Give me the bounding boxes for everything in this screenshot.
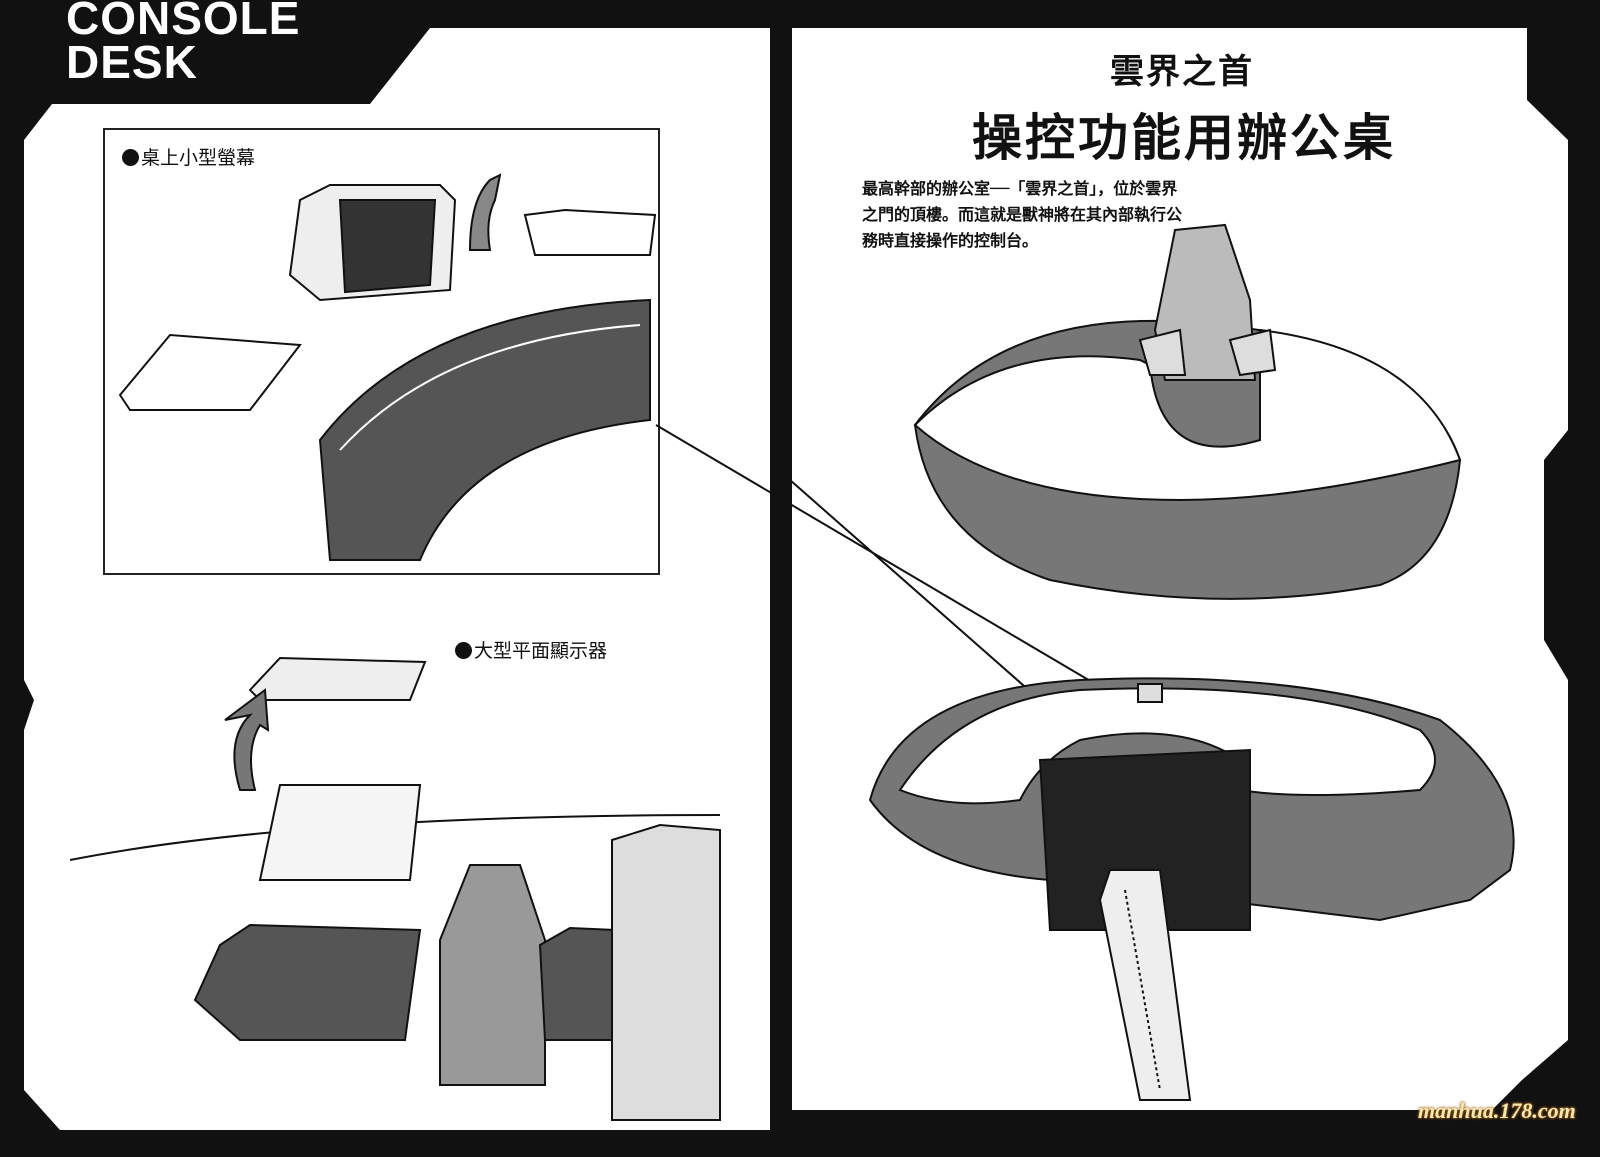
subtitle: 雲界之首	[1110, 52, 1254, 92]
small-monitor-inset-frame	[103, 128, 660, 575]
large-display-label: 大型平面顯示器	[455, 636, 607, 663]
large-display-label-text: 大型平面顯示器	[474, 640, 608, 662]
small-monitor-label-text: 桌上小型螢幕	[141, 147, 256, 169]
small-monitor-illustration	[118, 173, 657, 561]
bullet-icon	[455, 642, 472, 659]
connector-line	[789, 479, 1041, 701]
console-desk-title: CONSOLE DESK	[66, 0, 301, 88]
large-display-illustration	[69, 656, 721, 1121]
main-title: 操控功能用辦公桌	[972, 109, 1396, 167]
title-line-1: CONSOLE	[66, 0, 301, 44]
bullet-icon	[122, 149, 139, 166]
console-desk-interior-illustration	[868, 677, 1515, 1101]
console-desk-exterior-illustration	[913, 223, 1462, 600]
title-line-2: DESK	[66, 36, 198, 88]
small-monitor-label: 桌上小型螢幕	[122, 143, 255, 170]
description: 最高幹部的辦公室──「雲界之首」，位於雲界之門的頂樓。而這就是獸神將在其內部執行…	[862, 179, 1183, 250]
watermark: manhua.178.com	[1418, 1098, 1576, 1123]
